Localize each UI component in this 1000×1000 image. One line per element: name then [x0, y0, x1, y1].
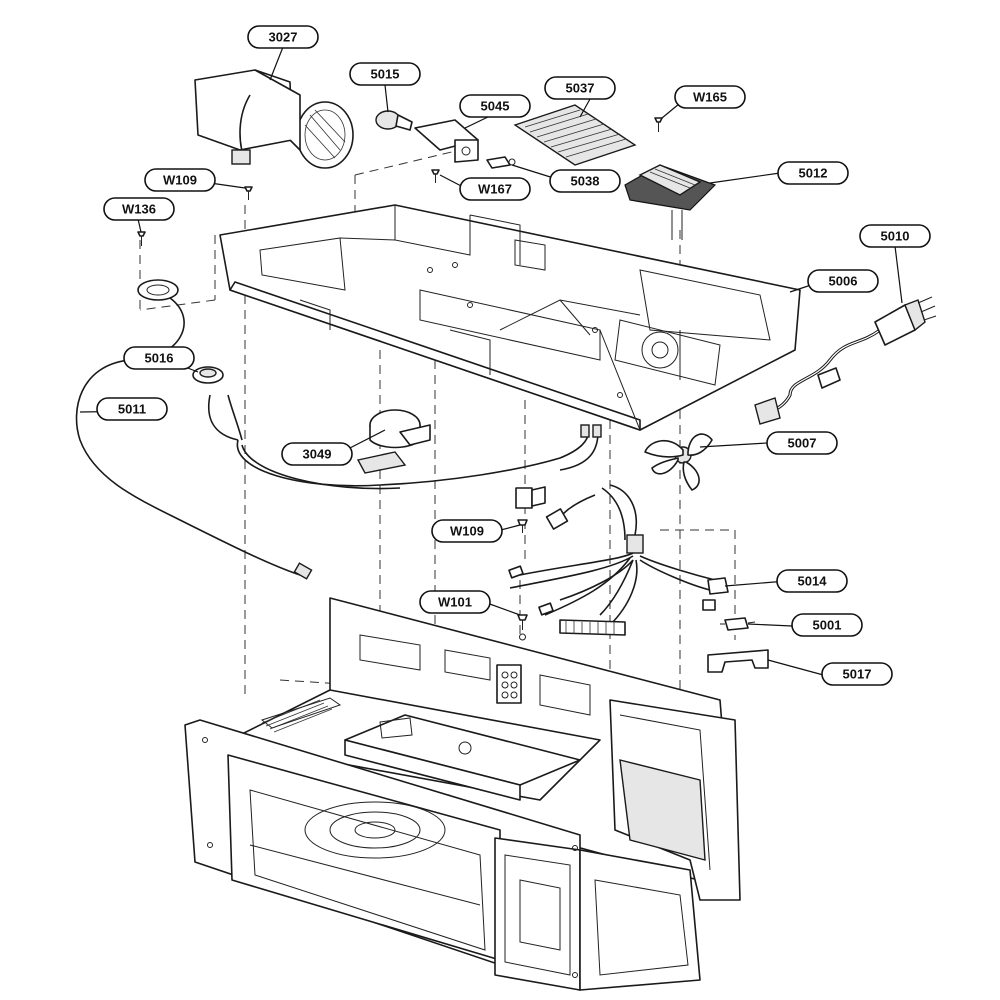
callout-5016: 5016 [123, 346, 195, 370]
screw-w101 [517, 614, 528, 641]
svg-text:W165: W165 [693, 90, 727, 105]
screw-w109-top [244, 186, 253, 200]
svg-text:3049: 3049 [303, 447, 332, 462]
bracket-5017 [707, 649, 769, 673]
callout-5015: 5015 [349, 62, 421, 86]
svg-text:5007: 5007 [788, 436, 817, 451]
svg-text:5038: 5038 [571, 174, 600, 189]
upper-wire-harness [208, 394, 602, 490]
turntable-motor-3049 [356, 409, 431, 474]
main-harness-5014 [508, 484, 729, 636]
callout-5012: 5012 [777, 161, 849, 185]
callout-w109-top: W109 [144, 168, 216, 192]
thermistor-5011 [75, 279, 313, 580]
callout-3049: 3049 [281, 442, 353, 466]
callout-3027: 3027 [247, 25, 319, 49]
svg-text:W109: W109 [163, 173, 197, 188]
callout-w167: W167 [459, 177, 531, 201]
callout-5010: 5010 [859, 224, 931, 248]
svg-text:5010: 5010 [881, 229, 910, 244]
callout-5038: 5038 [549, 169, 621, 193]
callout-5007: 5007 [766, 431, 838, 455]
screw-w136 [137, 231, 146, 246]
svg-text:5012: 5012 [799, 166, 828, 181]
thermostat-5016 [192, 366, 224, 384]
grease-filter-5037 [513, 104, 637, 166]
diode-5001 [720, 617, 756, 631]
microwave-cabinet [184, 597, 741, 991]
svg-text:W101: W101 [438, 595, 472, 610]
callout-5014: 5014 [776, 569, 848, 593]
svg-text:5006: 5006 [829, 274, 858, 289]
callout-w136: W136 [103, 197, 175, 221]
svg-text:5037: 5037 [566, 81, 595, 96]
screw-w167 [431, 169, 440, 183]
base-plate-5006 [219, 204, 801, 431]
screw-w109-lower [517, 519, 528, 533]
callout-w165: W165 [674, 85, 746, 109]
svg-text:5016: 5016 [145, 351, 174, 366]
blower-motor-3027 [194, 69, 354, 169]
screw-w165 [654, 117, 663, 132]
svg-text:W167: W167 [478, 182, 512, 197]
svg-text:5011: 5011 [118, 402, 146, 417]
svg-text:5045: 5045 [481, 99, 510, 114]
lamp-socket-5045 [414, 119, 479, 163]
svg-text:5015: 5015 [371, 67, 400, 82]
callout-w101: W101 [419, 590, 491, 614]
callout-5006: 5006 [807, 269, 879, 293]
callout-w109-lower: W109 [431, 519, 503, 543]
svg-text:W136: W136 [122, 202, 156, 217]
callout-5001: 5001 [791, 613, 863, 637]
svg-text:3027: 3027 [269, 30, 298, 45]
callout-5011: 5011 [96, 397, 168, 421]
callout-5045: 5045 [459, 94, 531, 118]
svg-text:5017: 5017 [843, 667, 872, 682]
lamp-bulb-5015 [375, 110, 413, 131]
power-cord-5010 [754, 296, 937, 425]
fan-blade-5007 [644, 433, 713, 491]
callout-5017: 5017 [821, 662, 893, 686]
relay-connector [515, 486, 546, 509]
svg-text:5014: 5014 [798, 574, 828, 589]
svg-text:W109: W109 [450, 524, 484, 539]
transformer-5012 [624, 164, 717, 240]
callout-5037: 5037 [544, 76, 616, 100]
fuse-5038 [486, 156, 516, 169]
svg-text:5001: 5001 [813, 618, 842, 633]
